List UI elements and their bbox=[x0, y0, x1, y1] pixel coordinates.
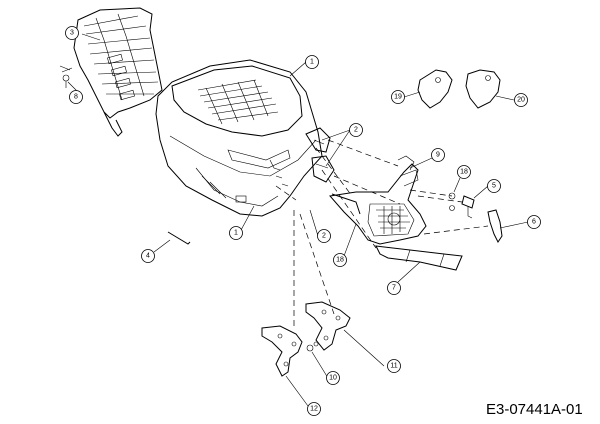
svg-text:1: 1 bbox=[310, 59, 314, 66]
svg-text:18: 18 bbox=[460, 169, 468, 176]
part-5-screw bbox=[461, 195, 475, 219]
callout-2-top: 2 bbox=[349, 123, 363, 137]
leader-lines bbox=[67, 33, 529, 407]
callout-6: 6 bbox=[527, 215, 541, 229]
callout-9: 9 bbox=[431, 148, 445, 162]
part-12-hinge-bracket bbox=[261, 325, 303, 377]
part-3-dash-panel bbox=[59, 7, 163, 137]
svg-text:10: 10 bbox=[329, 375, 337, 382]
callout-4: 4 bbox=[141, 249, 155, 263]
svg-text:8: 8 bbox=[74, 94, 78, 101]
part-6-clip bbox=[487, 209, 503, 243]
callouts: 3 8 1 2 2 1 4 9 18 5 6 7 18 11 10 12 19 … bbox=[65, 26, 541, 416]
svg-text:5: 5 bbox=[492, 183, 496, 190]
callout-18-right: 18 bbox=[457, 165, 471, 179]
callout-10: 10 bbox=[326, 371, 340, 385]
callout-11: 11 bbox=[387, 359, 401, 373]
part-8-bolt bbox=[62, 74, 70, 88]
assembly-lines bbox=[275, 139, 489, 330]
svg-text:3: 3 bbox=[70, 30, 74, 37]
part-7-bumper-plate bbox=[375, 245, 463, 271]
svg-text:2: 2 bbox=[354, 127, 358, 134]
svg-text:4: 4 bbox=[146, 253, 150, 260]
part-2-hood-brackets bbox=[305, 127, 335, 183]
callout-7: 7 bbox=[387, 281, 401, 295]
svg-text:12: 12 bbox=[310, 406, 318, 413]
callout-8: 8 bbox=[69, 90, 83, 104]
part-1-hood bbox=[155, 59, 323, 217]
svg-text:7: 7 bbox=[392, 285, 396, 292]
callout-1-top: 1 bbox=[305, 55, 319, 69]
svg-text:2: 2 bbox=[322, 233, 326, 240]
svg-text:20: 20 bbox=[517, 97, 525, 104]
svg-text:19: 19 bbox=[394, 94, 402, 101]
callout-12: 12 bbox=[307, 402, 321, 416]
svg-text:1: 1 bbox=[234, 230, 238, 237]
callout-1-bottom: 1 bbox=[229, 226, 243, 240]
callout-20: 20 bbox=[514, 93, 528, 107]
callout-19: 19 bbox=[391, 90, 405, 104]
drawing-code: E3-07441A-01 bbox=[486, 401, 583, 418]
svg-text:11: 11 bbox=[390, 363, 397, 370]
callout-18-left: 18 bbox=[333, 253, 347, 267]
callout-3: 3 bbox=[65, 26, 79, 40]
part-4-rod bbox=[167, 231, 191, 245]
part-9-front-grille bbox=[329, 155, 427, 245]
svg-text:6: 6 bbox=[532, 219, 536, 226]
part-11-hinge-bracket bbox=[305, 301, 351, 351]
callout-2-bottom: 2 bbox=[317, 229, 331, 243]
part-10-washer bbox=[306, 341, 319, 352]
svg-text:18: 18 bbox=[336, 257, 344, 264]
part-18-nut bbox=[448, 192, 456, 211]
part-19-decal bbox=[417, 69, 453, 109]
svg-text:9: 9 bbox=[436, 152, 440, 159]
part-20-decal bbox=[465, 69, 501, 109]
callout-5: 5 bbox=[487, 179, 501, 193]
